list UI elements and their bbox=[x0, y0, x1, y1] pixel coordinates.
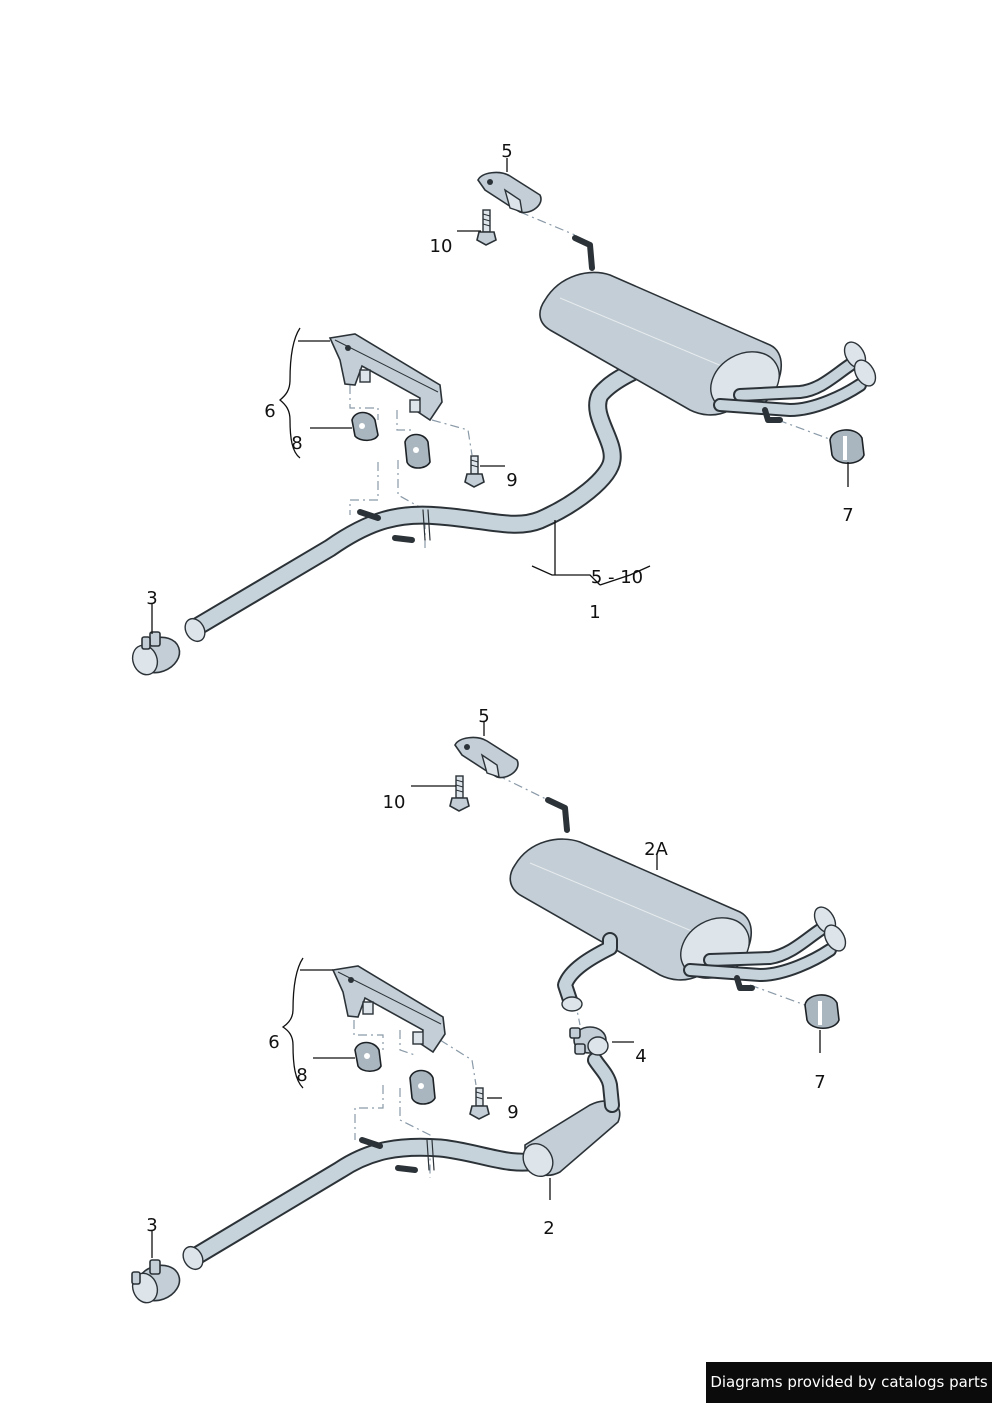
callout-bottom-3: 3 bbox=[146, 1215, 157, 1236]
bracket-5-top bbox=[477, 171, 542, 214]
callout-bottom-10: 10 bbox=[383, 792, 406, 813]
rubber-mount-7-top bbox=[829, 429, 865, 465]
callout-bottom-9: 9 bbox=[507, 1102, 518, 1123]
callout-top-8: 8 bbox=[291, 433, 302, 454]
rear-muffler-top bbox=[539, 235, 877, 423]
bottom-assembly: 5 10 2A 6 4 8 7 9 3 2 bbox=[131, 706, 847, 1304]
callout-top-3: 3 bbox=[146, 588, 157, 609]
clamp-4-bottom bbox=[569, 1026, 609, 1056]
front-pipe-bottom bbox=[182, 1052, 621, 1271]
callout-top-10: 10 bbox=[430, 236, 453, 257]
callout-top-range: 5 - 10 bbox=[591, 567, 643, 588]
bracket-5-bottom bbox=[454, 736, 519, 779]
callout-bottom-6: 6 bbox=[268, 1032, 279, 1053]
rubber-mount-8-top bbox=[351, 411, 431, 469]
rear-pipe-top bbox=[184, 362, 642, 643]
bolt-10-bottom bbox=[449, 775, 470, 812]
credit-banner: Diagrams provided by catalogs parts bbox=[706, 1362, 992, 1403]
rear-muffler-bottom bbox=[509, 797, 847, 1012]
top-assembly: 5 10 6 8 9 7 3 5 - 10 1 bbox=[131, 141, 877, 676]
callout-bottom-7: 7 bbox=[814, 1072, 825, 1093]
clamp-3-bottom bbox=[131, 1259, 181, 1304]
callout-top-6: 6 bbox=[264, 401, 275, 422]
callout-top-9: 9 bbox=[506, 470, 517, 491]
bolt-9-bottom bbox=[469, 1087, 490, 1120]
rubber-mount-7-bottom bbox=[804, 994, 840, 1030]
bracket-6-top bbox=[328, 333, 443, 422]
callout-top-5: 5 bbox=[501, 141, 512, 162]
clamp-top bbox=[131, 631, 181, 676]
callout-top-7: 7 bbox=[842, 505, 853, 526]
callout-bottom-2a: 2A bbox=[644, 839, 668, 860]
callout-bottom-8: 8 bbox=[296, 1065, 307, 1086]
bolt-9-top bbox=[464, 455, 485, 488]
rubber-mount-8-bottom bbox=[354, 1041, 436, 1105]
callout-top-1: 1 bbox=[589, 602, 600, 623]
callout-bottom-4: 4 bbox=[635, 1046, 646, 1067]
callout-bottom-2: 2 bbox=[543, 1218, 554, 1239]
bracket-6-bottom bbox=[331, 965, 446, 1054]
bolt-10-top bbox=[476, 209, 497, 246]
callout-bottom-5: 5 bbox=[478, 706, 489, 727]
